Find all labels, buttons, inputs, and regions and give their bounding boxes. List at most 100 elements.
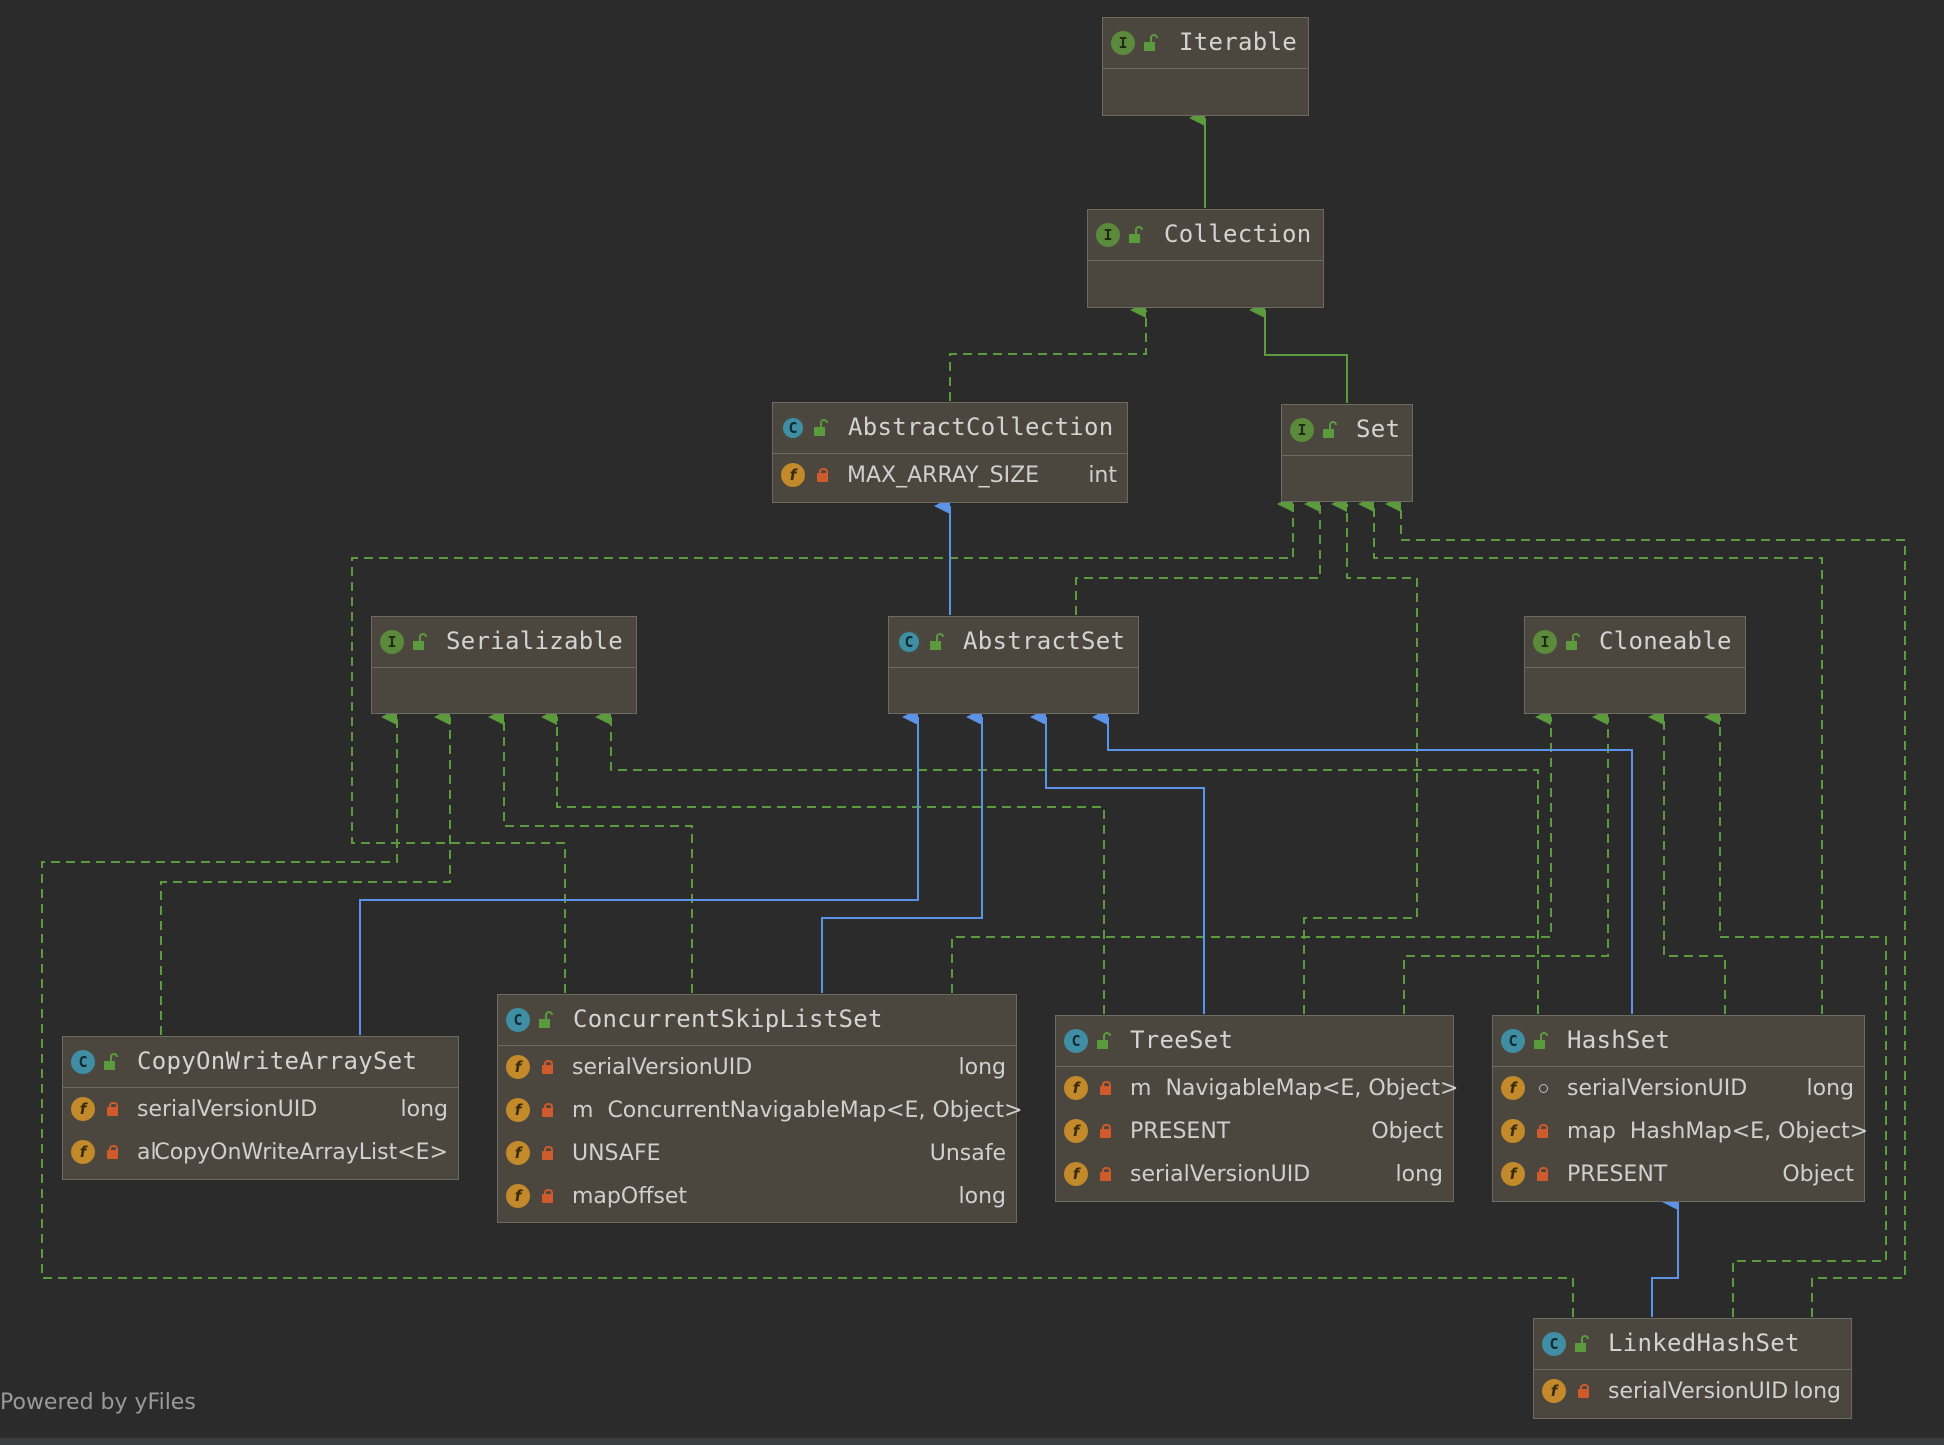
field-name: mapOffset (572, 1184, 687, 1209)
private-lock-icon (1100, 1124, 1111, 1138)
field-row: f PRESENT Object (1493, 1153, 1864, 1196)
class-node-copy-on-write-array-set[interactable]: C CopyOnWriteArraySet f serialVersionUID… (62, 1036, 459, 1180)
class-name: Serializable (446, 627, 623, 655)
field-name: serialVersionUID (572, 1055, 753, 1080)
abstract-class-icon: C (897, 630, 921, 654)
field-icon: f (71, 1140, 95, 1164)
class-name: AbstractSet (963, 627, 1126, 655)
field-name: UNSAFE (572, 1141, 661, 1166)
class-name: CopyOnWriteArraySet (137, 1047, 418, 1075)
field-type: HashMap<E, Object> (1629, 1119, 1869, 1144)
public-unlock-icon (413, 633, 427, 650)
field-name: map HashMap<E, Object> (1567, 1110, 1868, 1153)
interface-icon: I (1290, 418, 1314, 442)
field-icon: f (1064, 1076, 1088, 1100)
field-name-text: m (1130, 1076, 1152, 1101)
class-icon: C (1542, 1332, 1566, 1356)
class-node-serializable[interactable]: I Serializable (371, 616, 637, 714)
field-type: long (1806, 1076, 1854, 1101)
class-node-collection[interactable]: I Collection (1087, 209, 1324, 308)
field-row: f MAX_ARRAY_SIZE int (773, 454, 1127, 497)
edge-abstractset-set (1075, 496, 1321, 615)
public-unlock-icon (1144, 34, 1158, 51)
interface-icon: I (1111, 31, 1135, 55)
class-icon: C (1064, 1029, 1088, 1053)
class-node-iterable[interactable]: I Iterable (1102, 17, 1309, 116)
footer-attribution: Powered by yFiles (0, 1390, 196, 1415)
field-row: f serialVersionUID long (1493, 1067, 1864, 1110)
field-icon: f (1501, 1162, 1525, 1186)
class-name: Collection (1164, 220, 1312, 248)
edge-skiplist-abstractset (821, 709, 983, 993)
field-icon: f (1064, 1119, 1088, 1143)
public-unlock-icon (104, 1053, 118, 1070)
private-lock-icon (1100, 1167, 1111, 1181)
class-header: C AbstractCollection (773, 403, 1127, 454)
public-unlock-icon (814, 419, 828, 436)
class-node-abstract-collection[interactable]: C AbstractCollection f MAX_ARRAY_SIZE in… (772, 402, 1128, 503)
abstract-class-icon: C (781, 416, 805, 440)
private-lock-icon (1537, 1124, 1548, 1138)
class-node-tree-set[interactable]: C TreeSet f m NavigableMap<E, Object> f … (1055, 1015, 1458, 1202)
edge-skiplist-cloneable (951, 709, 1552, 993)
class-icon: C (506, 1008, 530, 1032)
private-lock-icon (542, 1060, 553, 1074)
field-type: Object (1782, 1162, 1854, 1187)
class-header: I Iterable (1103, 18, 1308, 69)
field-row: f UNSAFE Unsafe (498, 1132, 1016, 1175)
public-unlock-icon (1097, 1032, 1111, 1049)
field-row: f serialVersionUID long (1534, 1370, 1851, 1413)
field-name-text: m (572, 1098, 594, 1123)
edge-abstractcollection-collection (949, 302, 1147, 401)
private-lock-icon (107, 1145, 118, 1159)
private-lock-icon (817, 468, 828, 482)
field-icon: f (71, 1097, 95, 1121)
public-unlock-icon (1129, 226, 1143, 243)
field-type: CopyOnWriteArrayList<E> (154, 1140, 448, 1165)
field-name: serialVersionUID (137, 1097, 318, 1122)
private-lock-icon (1537, 1167, 1548, 1181)
class-node-abstract-set[interactable]: C AbstractSet (888, 616, 1139, 714)
field-row: f m NavigableMap<E, Object> (1056, 1067, 1458, 1110)
class-header: I Cloneable (1525, 617, 1745, 668)
edge-set-collection (1249, 302, 1348, 403)
field-type: Unsafe (929, 1141, 1006, 1166)
edge-linkedhashset-set (1385, 496, 1906, 1317)
field-icon: f (1501, 1119, 1525, 1143)
field-type: long (1395, 1162, 1443, 1187)
public-unlock-icon (1566, 633, 1580, 650)
public-unlock-icon (539, 1011, 553, 1028)
field-icon: f (506, 1055, 530, 1079)
class-icon: C (71, 1050, 95, 1074)
class-header: C ConcurrentSkipListSet (498, 995, 1016, 1046)
class-node-cloneable[interactable]: I Cloneable (1524, 616, 1746, 714)
class-node-hash-set[interactable]: C HashSet f serialVersionUID long f map … (1492, 1015, 1868, 1202)
class-icon: C (1501, 1029, 1525, 1053)
class-node-set[interactable]: I Set (1281, 404, 1413, 502)
field-row: f serialVersionUID long (498, 1046, 1016, 1089)
class-header: I Collection (1088, 210, 1323, 261)
private-lock-icon (542, 1189, 553, 1203)
field-icon: f (1064, 1162, 1088, 1186)
edge-treeset-cloneable (1403, 709, 1609, 1014)
bottom-scroll-bar[interactable] (0, 1438, 1944, 1445)
class-header: C LinkedHashSet (1534, 1319, 1851, 1370)
field-name: MAX_ARRAY_SIZE (847, 463, 1040, 488)
class-node-linked-hash-set[interactable]: C LinkedHashSet f serialVersionUID long (1533, 1318, 1852, 1419)
edge-linkedhashset-cloneable (1704, 709, 1887, 1317)
edge-skiplist-serializable (488, 709, 693, 993)
field-icon: f (506, 1184, 530, 1208)
field-name: al (137, 1140, 157, 1165)
interface-icon: I (1533, 630, 1557, 654)
edge-hashset-serializable (595, 709, 1539, 1014)
field-icon: f (506, 1141, 530, 1165)
field-name: PRESENT (1130, 1119, 1231, 1144)
class-node-concurrent-skip-list-set[interactable]: C ConcurrentSkipListSet f serialVersionU… (497, 994, 1023, 1223)
class-name: AbstractCollection (848, 413, 1114, 441)
private-lock-icon (107, 1102, 118, 1116)
edge-copyonwrite-abstractset (359, 709, 919, 1035)
field-type: long (400, 1097, 448, 1122)
private-lock-icon (1100, 1081, 1111, 1095)
field-icon: f (1501, 1076, 1525, 1100)
